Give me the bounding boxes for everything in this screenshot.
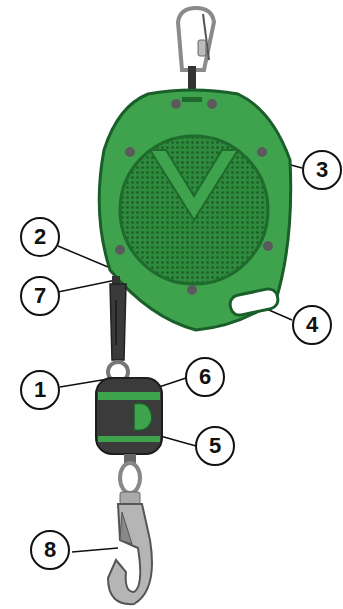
housing-chevron bbox=[150, 150, 238, 220]
callout-number: 5 bbox=[195, 426, 235, 466]
hook-gate bbox=[120, 512, 132, 544]
housing-badge bbox=[182, 97, 202, 102]
carabiner bbox=[178, 8, 214, 70]
swivel-block bbox=[120, 492, 140, 504]
webbing-strap bbox=[110, 284, 126, 360]
screw bbox=[207, 99, 217, 109]
absorber-body bbox=[96, 378, 162, 454]
screw bbox=[187, 285, 197, 295]
screw bbox=[263, 241, 273, 251]
callout-number: 4 bbox=[292, 305, 332, 345]
leader-line bbox=[58, 246, 108, 267]
strap-stitch bbox=[115, 300, 117, 345]
callout-number: 6 bbox=[185, 357, 225, 397]
callout-number: 2 bbox=[20, 217, 60, 257]
screw bbox=[171, 99, 181, 109]
screw bbox=[257, 147, 267, 157]
callout-number: 1 bbox=[20, 370, 60, 410]
screws bbox=[115, 99, 273, 295]
carabiner-lock bbox=[198, 40, 206, 56]
screw bbox=[125, 147, 135, 157]
screw bbox=[115, 245, 125, 255]
snap-hook bbox=[108, 504, 152, 604]
leader-line bbox=[58, 280, 116, 292]
indicator bbox=[134, 403, 152, 430]
callout-number: 8 bbox=[30, 530, 70, 570]
callout-number: 7 bbox=[20, 276, 60, 316]
leader-line bbox=[72, 548, 118, 552]
callout-number: 3 bbox=[302, 150, 342, 190]
handle-slot bbox=[228, 287, 279, 317]
housing-grip bbox=[120, 136, 268, 284]
swivel-eye bbox=[120, 463, 140, 493]
absorber-band bbox=[98, 436, 160, 442]
absorber-band bbox=[98, 392, 160, 400]
housing bbox=[99, 90, 291, 330]
